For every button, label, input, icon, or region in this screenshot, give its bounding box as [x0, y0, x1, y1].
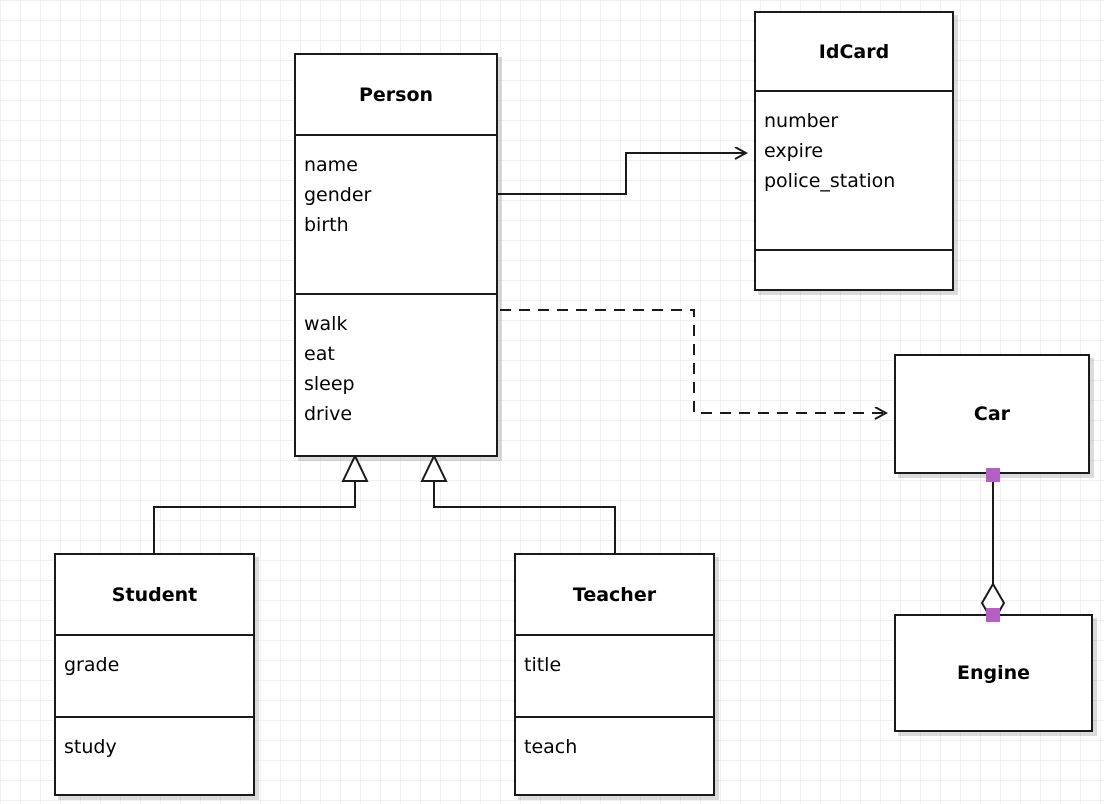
class-divider — [56, 634, 253, 636]
operation-item: drive — [304, 403, 353, 425]
attribute-item: number — [764, 110, 839, 132]
attribute-item: name — [304, 154, 358, 176]
class-title-engine: Engine — [956, 662, 1031, 684]
operations-section-person: walk eat sleep drive — [296, 295, 496, 458]
class-divider — [296, 134, 496, 136]
operation-item: teach — [524, 736, 578, 758]
uml-class-person[interactable]: Person name gender birth walk eat sleep … — [294, 53, 498, 457]
class-divider — [56, 716, 253, 718]
connection-handle-engine-top[interactable] — [986, 608, 1000, 622]
operation-item: eat — [304, 343, 335, 365]
attribute-item: birth — [304, 214, 349, 236]
class-title-student: Student — [111, 583, 198, 606]
attributes-section-teacher: title — [516, 636, 713, 716]
uml-class-student[interactable]: Student grade study — [54, 553, 255, 796]
operations-section-student: study — [56, 718, 253, 798]
class-title-person: Person — [358, 83, 434, 106]
class-title-teacher: Teacher — [572, 583, 657, 606]
class-divider — [756, 90, 952, 92]
uml-class-engine[interactable]: Engine — [894, 614, 1093, 732]
operations-section-teacher: teach — [516, 718, 713, 798]
uml-class-car[interactable]: Car — [894, 354, 1090, 474]
relation-person-idcard[interactable] — [498, 153, 746, 195]
attribute-item: expire — [764, 140, 824, 162]
attributes-section-person: name gender birth — [296, 136, 496, 293]
attribute-item: police_station — [764, 170, 896, 192]
operation-item: walk — [304, 313, 348, 335]
operations-section-idcard — [756, 251, 952, 293]
relation-teacher-person[interactable] — [420, 453, 616, 553]
class-divider — [516, 634, 713, 636]
relation-student-person[interactable] — [153, 453, 369, 553]
class-divider — [516, 716, 713, 718]
class-title-idcard: IdCard — [818, 40, 890, 63]
attribute-item: gender — [304, 184, 372, 206]
uml-class-teacher[interactable]: Teacher title teach — [514, 553, 715, 796]
class-divider — [756, 249, 952, 251]
attribute-item: title — [524, 654, 562, 676]
attributes-section-student: grade — [56, 636, 253, 716]
operation-item: study — [64, 736, 117, 758]
attribute-item: grade — [64, 654, 120, 676]
attributes-section-idcard: number expire police_station — [756, 92, 952, 249]
class-divider — [296, 293, 496, 295]
class-title-car: Car — [973, 403, 1011, 425]
connection-handle-car-bottom[interactable] — [986, 468, 1000, 482]
uml-class-idcard[interactable]: IdCard number expire police_station — [754, 11, 954, 291]
relation-car-engine[interactable] — [980, 476, 1006, 624]
relation-person-car[interactable] — [500, 309, 886, 413]
operation-item: sleep — [304, 373, 355, 395]
